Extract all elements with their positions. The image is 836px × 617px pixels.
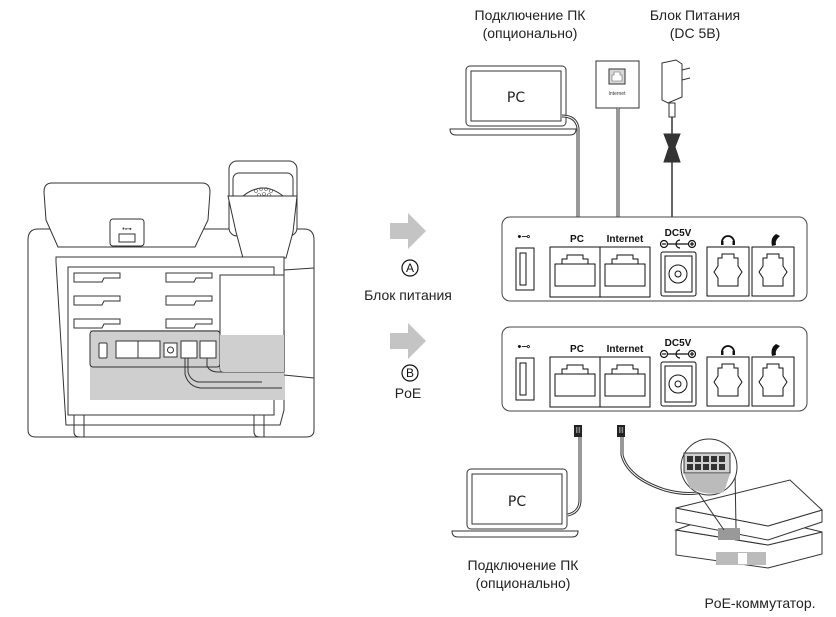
port-a-dc5v — [660, 251, 697, 297]
port-a-handset — [751, 246, 795, 297]
circled-letter-b: B — [401, 364, 419, 382]
laptop-top-pc-text: PC — [507, 90, 525, 106]
port-a-dc5v-label: DC5V — [665, 228, 692, 239]
pc-connection-bottom-label: Подключение ПК (опционально) — [467, 557, 579, 591]
laptop-bottom: PC — [451, 437, 582, 538]
arrow-b-icon — [390, 323, 426, 359]
wall-jack-internet-text: Internet — [609, 91, 627, 97]
laptop-top: PC — [449, 65, 580, 278]
headset-icon — [721, 235, 735, 245]
port-panel-a: •⊸ PC Internet DC5V — [501, 216, 808, 302]
svg-text:•⊶: •⊶ — [122, 226, 131, 233]
port-b-pc-label: PC — [570, 344, 584, 355]
port-a-headset — [706, 246, 750, 297]
port-b-pc — [549, 356, 601, 408]
port-b-dc5v-label: DC5V — [665, 338, 692, 349]
headset-icon — [721, 345, 735, 355]
polarity-icon — [659, 349, 697, 359]
port-b-handset — [751, 356, 795, 407]
port-a-internet — [599, 246, 651, 298]
port-b-internet-label: Internet — [607, 344, 644, 355]
port-panel-b: •⊸ PC Internet DC5V — [501, 326, 808, 412]
port-a-internet-label: Internet — [607, 234, 644, 245]
handset-icon — [771, 234, 780, 246]
internet-cable-plug-bottom-icon — [617, 425, 625, 437]
port-a-pc — [549, 246, 601, 298]
pc-cable-plug-bottom-icon — [574, 425, 582, 437]
option-b-label: PoE — [394, 385, 422, 401]
option-a-label: Блок питания — [364, 287, 452, 303]
polarity-icon — [659, 239, 697, 249]
poe-switch — [620, 437, 823, 569]
letter-b: B — [406, 366, 414, 380]
power-adapter-top-label: Блок Питания (DC 5В) — [649, 7, 741, 41]
power-adapter — [661, 59, 691, 291]
letter-a: A — [406, 261, 414, 275]
pc-connection-top-label: Подключение ПК (опционально) — [474, 7, 586, 41]
usb-icon: •⊸ — [517, 231, 530, 243]
circled-letter-a: A — [401, 259, 419, 277]
usb-icon: •⊸ — [517, 341, 530, 353]
laptop-bottom-pc-text: PC — [508, 494, 526, 510]
poe-switch-label: PoE-коммутатор. — [704, 595, 816, 611]
arrow-a-icon — [390, 213, 426, 249]
phone-back-view: •⊶ — [27, 160, 315, 438]
port-b-headset — [706, 356, 750, 407]
port-b-internet — [599, 356, 651, 408]
port-a-pc-label: PC — [570, 234, 584, 245]
port-b-dc5v — [660, 361, 697, 407]
handset-icon — [771, 344, 780, 356]
